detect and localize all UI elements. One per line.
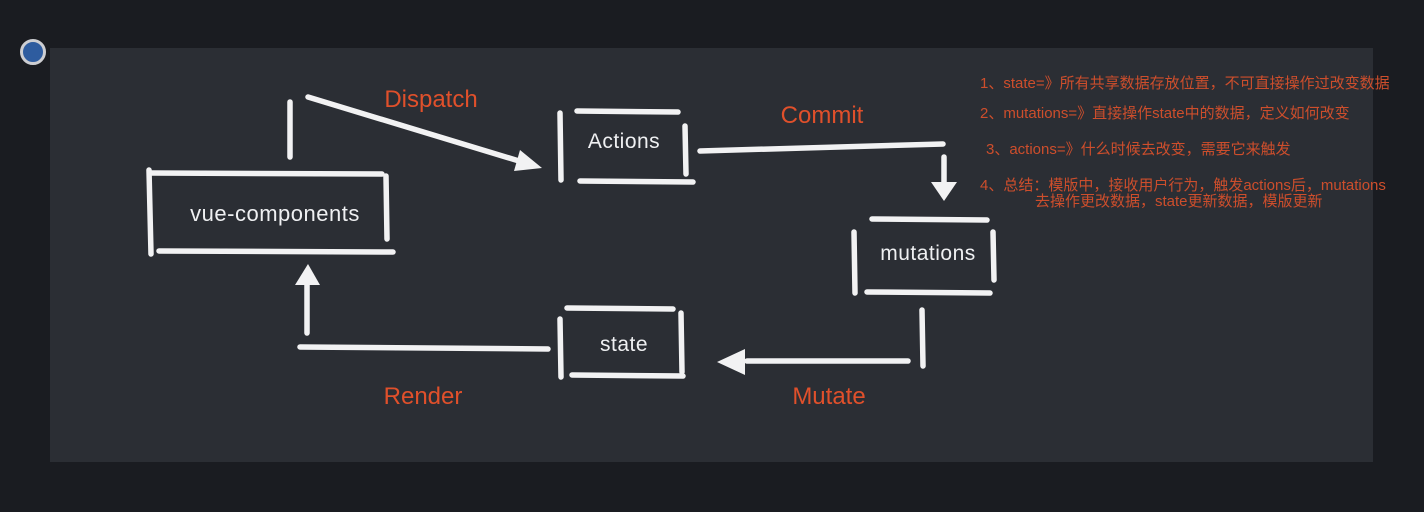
annotation-line-4-continued: 去操作更改数据，state更新数据，模版更新 (1035, 193, 1323, 210)
edge-label-mutate: Mutate (792, 383, 866, 410)
node-label-mutations: mutations (880, 242, 976, 265)
annotation-line-2: 2、mutations=》直接操作state中的数据，定义如何改变 (980, 105, 1350, 122)
node-label-state: state (599, 333, 649, 356)
window-control-dot[interactable] (20, 39, 46, 65)
node-label-actions: Actions (587, 130, 661, 153)
annotation-line-3: 3、actions=》什么时候去改变，需要它来触发 (986, 141, 1291, 158)
annotation-line-4: 4、总结：模版中，接收用户行为，触发actions后，mutations (980, 177, 1386, 194)
edge-label-commit: Commit (780, 102, 864, 129)
diagram-canvas (50, 48, 1373, 462)
node-label-vue-components: vue-components (190, 201, 360, 226)
annotation-line-1: 1、state=》所有共享数据存放位置，不可直接操作过改变数据 (980, 75, 1390, 92)
edge-label-render: Render (383, 383, 463, 410)
edge-label-dispatch: Dispatch (384, 86, 478, 113)
